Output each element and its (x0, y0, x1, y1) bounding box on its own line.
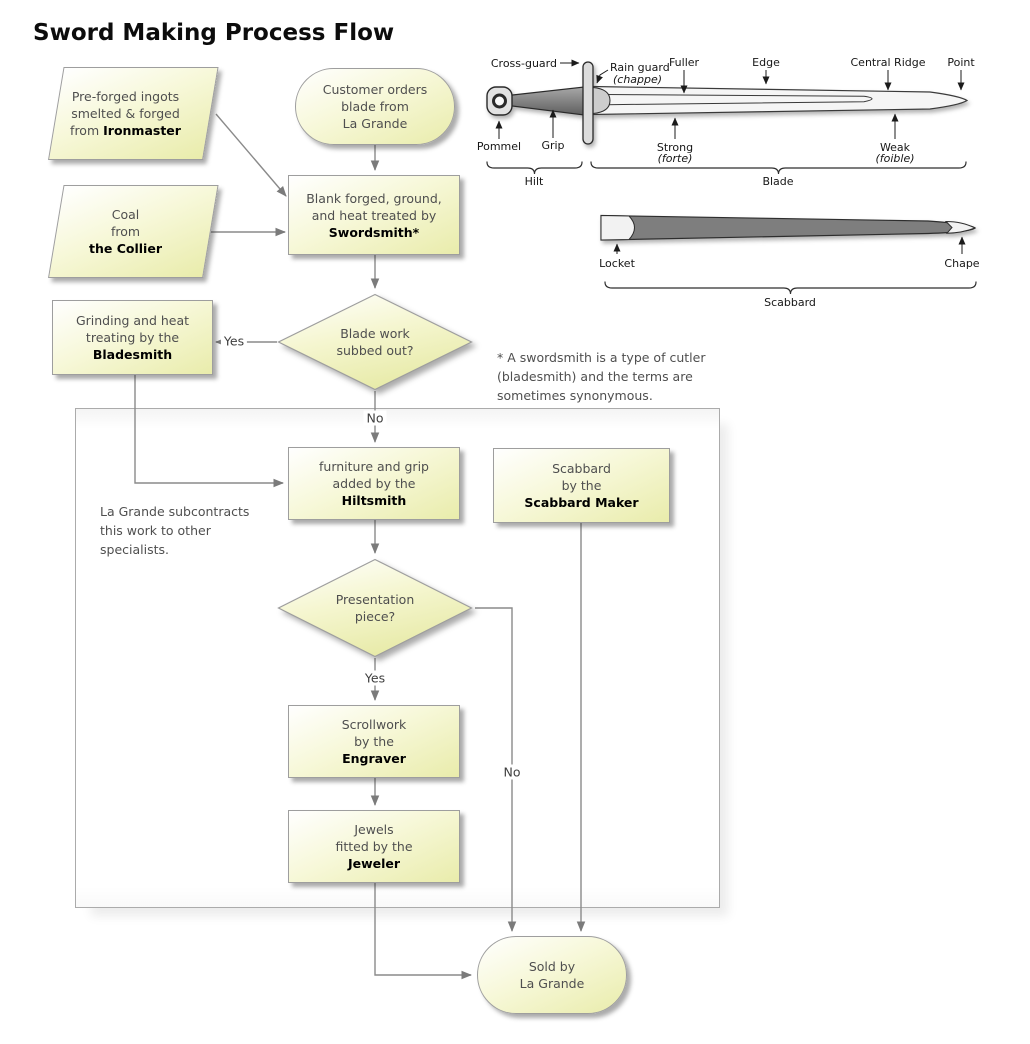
blade-shape (591, 85, 969, 116)
node-line: Scrollwork (341, 717, 407, 732)
branch-label-no: No (500, 764, 524, 780)
scabbard-body (600, 214, 976, 241)
pommel-hole (492, 93, 507, 109)
grip-shape (507, 86, 585, 116)
node-swordsmith: Blank forged, ground, and heat treated b… (288, 175, 460, 255)
note-line: this work to other (100, 523, 211, 538)
node-line: the Collier (89, 241, 162, 256)
label-scabbard: Scabbard (764, 296, 816, 309)
label-pommel: Pommel (477, 140, 521, 153)
label-cross-guard: Cross-guard (491, 57, 557, 70)
fuller-line (605, 94, 873, 106)
label-hilt: Hilt (525, 175, 544, 188)
label-strong: Strong (657, 141, 693, 154)
node-line: Jeweler (347, 856, 401, 871)
branch-label-yes: Yes (361, 670, 389, 686)
label-fuller: Fuller (669, 56, 700, 69)
label-locket: Locket (599, 257, 635, 270)
node-line: furniture and grip (319, 459, 429, 474)
branch-label-yes: Yes (220, 333, 248, 349)
node-presentation-decision: Presentation piece? (276, 558, 474, 658)
subcontract-note: La Grande subcontracts this work to othe… (100, 502, 249, 559)
label-chape: Chape (944, 257, 979, 270)
node-line: fitted by the (335, 839, 413, 854)
footnote-line: (bladesmith) and the terms are (497, 369, 693, 384)
node-line: Pre-forged ingots (71, 89, 180, 104)
node-blade-subbed-decision: Blade work subbed out? (276, 293, 474, 391)
node-line: La Grande (519, 976, 585, 991)
node-line: by the (561, 478, 602, 493)
page-title: Sword Making Process Flow (33, 20, 395, 46)
footnote-line: * A swordsmith is a type of cutler (497, 350, 706, 365)
node-jeweler: Jewels fitted by the Jeweler (288, 810, 460, 883)
label-foible: (foible) (875, 152, 914, 165)
node-line: subbed out? (336, 343, 414, 358)
note-line: La Grande subcontracts (100, 504, 250, 519)
node-line: Scabbard (552, 461, 611, 476)
node-line: Sold by (528, 959, 576, 974)
node-line: Scabbard Maker (524, 495, 639, 510)
node-line: Bladesmith (92, 347, 173, 362)
node-line: Customer orders (322, 82, 428, 97)
node-line: Grinding and heat (75, 313, 190, 328)
note-line: specialists. (100, 542, 169, 557)
footnote-line: sometimes synonymous. (497, 388, 653, 403)
node-line: treating by the (85, 330, 180, 345)
node-line: by the (354, 734, 394, 749)
node-collier-input: Coal from the Collier (48, 185, 219, 278)
node-hiltsmith: furniture and grip added by the Hiltsmit… (288, 447, 460, 520)
node-line: Hiltsmith (341, 493, 407, 508)
node-line: Jewels (354, 822, 394, 837)
rain-guard-shape (592, 86, 611, 115)
node-engraver: Scrollwork by the Engraver (288, 705, 460, 778)
swordsmith-footnote: * A swordsmith is a type of cutler (blad… (497, 348, 705, 405)
sword-leader-lines (495, 59, 965, 139)
label-central-ridge: Central Ridge (851, 56, 926, 69)
sword-drawing (486, 61, 969, 145)
node-line: Blank forged, ground, (306, 190, 442, 206)
diamond-shape (277, 293, 473, 391)
node-scabbard-maker: Scabbard by the Scabbard Maker (493, 448, 670, 523)
scabbard-leader-lines (613, 236, 966, 254)
node-line: from Ironmaster (70, 123, 181, 138)
node-sold-by-la-grande: Sold by La Grande (477, 936, 627, 1014)
scabbard-drawing (600, 214, 977, 241)
node-line: La Grande (342, 116, 408, 131)
node-line: piece? (354, 609, 396, 624)
diamond-shape (277, 558, 473, 658)
label-edge: Edge (752, 56, 780, 69)
chape-shape (944, 220, 977, 234)
node-line: Coal (111, 207, 140, 222)
node-line: from (110, 224, 141, 239)
label-grip: Grip (541, 139, 564, 152)
edge-ingots-to-swordsmith (215, 113, 287, 197)
node-line: Swordsmith* (328, 224, 420, 240)
label-blade: Blade (762, 175, 793, 188)
node-line: Engraver (342, 751, 406, 766)
branch-label-no: No (363, 410, 387, 426)
cross-guard-shape (582, 61, 594, 145)
label-point: Point (947, 56, 975, 69)
node-line: smelted & forged (71, 106, 180, 121)
label-forte: (forte) (658, 152, 693, 165)
label-weak: Weak (880, 141, 911, 154)
label-chappe: (chappe) (613, 73, 662, 86)
locket-shape (600, 214, 635, 241)
node-bladesmith: Grinding and heat treating by the Blades… (52, 300, 213, 375)
node-line: blade from (341, 99, 409, 114)
node-line: and heat treated by (311, 207, 437, 223)
node-customer-orders: Customer orders blade from La Grande (295, 68, 455, 145)
node-line: Blade work (340, 326, 410, 341)
node-line: Presentation (335, 592, 415, 607)
sword-anatomy-illustration: Cross-guard Rain guard (chappe) Fuller E… (477, 56, 980, 309)
node-line: added by the (332, 476, 416, 491)
label-rain-guard: Rain guard (610, 61, 670, 74)
section-braces (486, 161, 977, 295)
node-ironmaster-input: Pre-forged ingots smelted & forged from … (48, 67, 219, 160)
